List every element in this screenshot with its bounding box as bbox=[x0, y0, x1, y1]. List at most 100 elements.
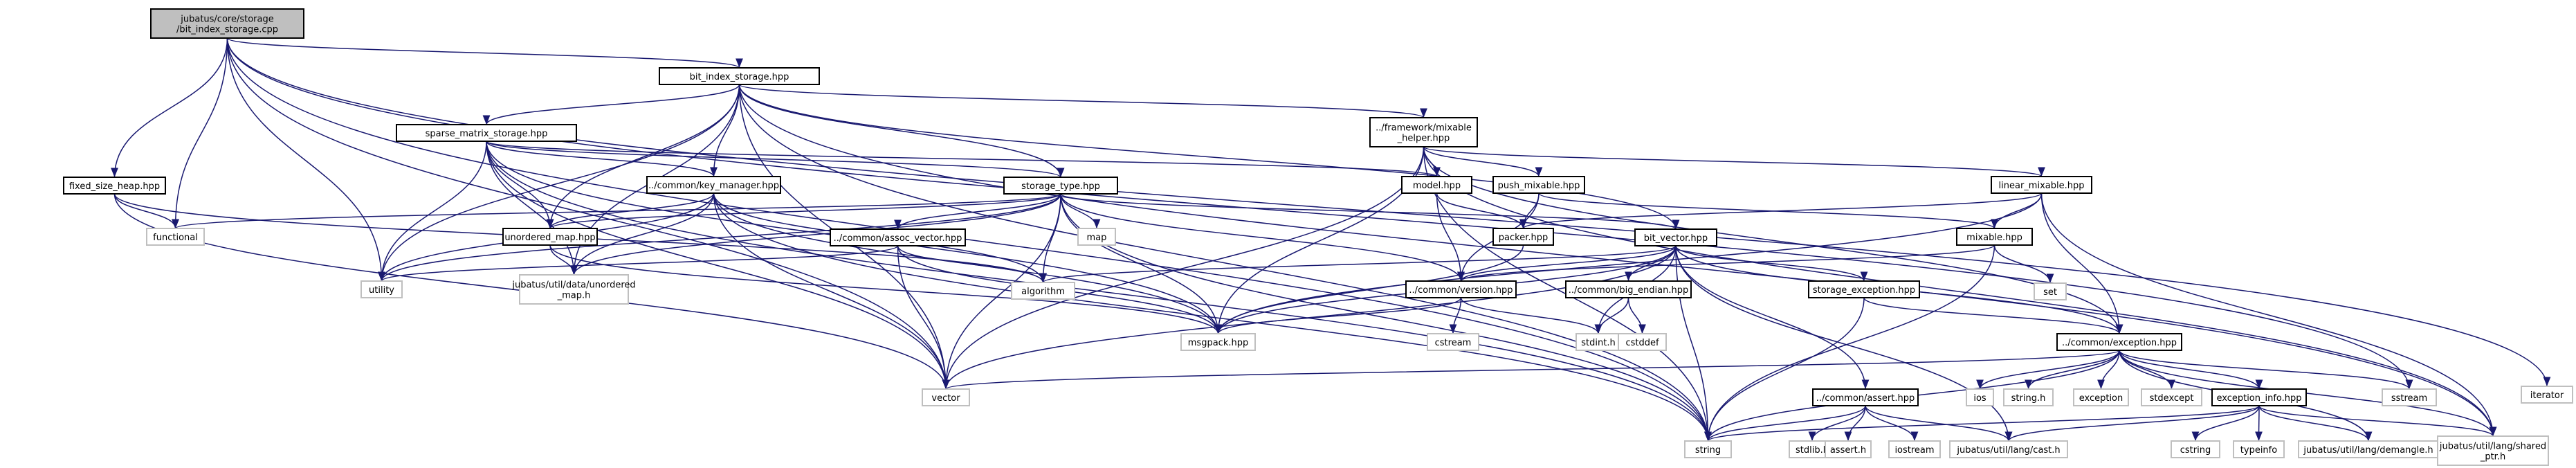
edge-bis-to-bitvec bbox=[738, 84, 1680, 230]
node-box bbox=[1369, 117, 1478, 147]
edge-exinfo-to-cast bbox=[2004, 405, 2260, 442]
node-label: ../common/assoc_vector.hpp bbox=[834, 233, 962, 244]
node-label: assert.h bbox=[1830, 445, 1866, 456]
node-box bbox=[1575, 333, 1621, 351]
file-nodes: jubatus/core/storage/bit_index_storage.c… bbox=[63, 8, 2573, 466]
node-map: map bbox=[1077, 228, 1116, 246]
edge-cexc-to-exception bbox=[2097, 350, 2120, 390]
edge-st-to-version bbox=[1060, 193, 1465, 282]
node-label: ios bbox=[1973, 393, 1986, 404]
node-box bbox=[2171, 440, 2220, 458]
node-jubatus-core-storage-bit-index-storage-cpp[interactable]: jubatus/core/storage/bit_index_storage.c… bbox=[150, 8, 304, 39]
node-storage-exception-hpp[interactable]: storage_exception.hpp bbox=[1808, 280, 1920, 298]
node-label: bit_index_storage.hpp bbox=[690, 72, 789, 82]
node-box bbox=[646, 176, 781, 194]
node-unordered-map-hpp[interactable]: unordered_map.hpp bbox=[502, 228, 598, 246]
edge-exinfo-to-sharedptr bbox=[2258, 405, 2497, 437]
node-box bbox=[1812, 388, 1919, 406]
node-common-big-endian-hpp[interactable]: ../common/big_endian.hpp bbox=[1565, 280, 1692, 298]
node-common-key-manager-hpp[interactable]: ../common/key_manager.hpp bbox=[646, 176, 781, 194]
edge-fmh-to-linm bbox=[1423, 146, 2045, 177]
node-exception-info-hpp[interactable]: exception_info.hpp bbox=[2211, 388, 2307, 406]
node-box bbox=[2056, 333, 2182, 351]
node-bit-vector-hpp[interactable]: bit_vector.hpp bbox=[1634, 228, 1717, 246]
edge-exinfo-to-string bbox=[1704, 405, 2260, 442]
node-box bbox=[2141, 388, 2202, 406]
edge-root-to-vector bbox=[226, 37, 950, 390]
edge-bitvec-to-version bbox=[1457, 245, 1677, 282]
edge-umap-to-msgpack bbox=[549, 244, 1222, 334]
node-linear-mixable-hpp[interactable]: linear_mixable.hpp bbox=[1991, 176, 2092, 194]
node-box bbox=[659, 67, 820, 85]
edge-fmh-to-vector bbox=[942, 146, 1425, 390]
node-box bbox=[396, 124, 577, 142]
edge-pushm-to-mixable bbox=[1538, 192, 1998, 229]
node-common-assoc-vector-hpp[interactable]: ../common/assoc_vector.hpp bbox=[830, 228, 966, 246]
node-storage-type-hpp[interactable]: storage_type.hpp bbox=[1003, 177, 1118, 195]
node-label: ../common/version.hpp bbox=[1409, 285, 1513, 296]
edge-root-to-functional bbox=[172, 37, 228, 229]
node-box bbox=[2211, 388, 2307, 406]
edge-assert-to-asserth bbox=[1844, 405, 1866, 442]
node-packer-hpp[interactable]: packer.hpp bbox=[1492, 228, 1554, 246]
node-label: push_mixable.hpp bbox=[1498, 181, 1580, 191]
edge-bitvec-to-algorithm bbox=[1039, 245, 1677, 283]
node-sstream: sstream bbox=[2382, 388, 2437, 406]
edge-st-to-map bbox=[1060, 193, 1101, 229]
node-common-version-hpp[interactable]: ../common/version.hpp bbox=[1405, 280, 1517, 298]
node-label: typeinfo bbox=[2240, 445, 2277, 456]
edge-mixable-to-string bbox=[1704, 244, 1995, 442]
node-label: ../common/big_endian.hpp bbox=[1569, 285, 1688, 296]
node-jubatus-util-lang-cast-h: jubatus/util/lang/cast.h bbox=[1949, 440, 2068, 458]
edge-bis-to-sms bbox=[482, 84, 740, 125]
node-bit-index-storage-hpp[interactable]: bit_index_storage.hpp bbox=[659, 67, 820, 85]
node-label: ../common/assert.hpp bbox=[1816, 393, 1915, 404]
node-box bbox=[1949, 440, 2068, 458]
edge-linm-to-mixable bbox=[1991, 192, 2043, 229]
node-box bbox=[1003, 177, 1118, 195]
node-box bbox=[1808, 280, 1920, 298]
node-vector: vector bbox=[922, 388, 970, 406]
node-box bbox=[1618, 333, 1667, 351]
node-msgpack-hpp: msgpack.hpp bbox=[1180, 333, 1256, 351]
node-label: vector bbox=[931, 393, 960, 404]
node-label: jubatus/core/storage bbox=[180, 15, 273, 25]
node-sparse-matrix-storage-hpp[interactable]: sparse_matrix_storage.hpp bbox=[396, 124, 577, 142]
node-box bbox=[150, 8, 304, 39]
node-framework-mixable-helper-hpp[interactable]: ../framework/mixable_helper.hpp bbox=[1369, 117, 1478, 147]
edge-stexc-to-string bbox=[1704, 297, 1865, 442]
edge-mixable-to-set bbox=[1993, 244, 2054, 284]
edge-linm-to-msgpack bbox=[1214, 192, 2043, 334]
node-label: string bbox=[1695, 445, 1721, 456]
node-label: _map.h bbox=[557, 291, 591, 301]
edge-fmh-to-msgpack bbox=[1214, 146, 1425, 334]
node-label: exception_info.hpp bbox=[2216, 393, 2301, 404]
node-box bbox=[1405, 280, 1517, 298]
node-label: functional bbox=[153, 233, 198, 243]
node-jubatus-util-data-unordered-map-h: jubatus/util/data/unordered_map.h bbox=[511, 274, 636, 305]
edge-exinfo-to-demangle bbox=[2258, 405, 2373, 442]
node-model-hpp[interactable]: model.hpp bbox=[1401, 176, 1472, 194]
node-label: mixable.hpp bbox=[1966, 233, 2022, 243]
node-label: ../common/key_manager.hpp bbox=[648, 181, 779, 191]
node-common-exception-hpp[interactable]: ../common/exception.hpp bbox=[2056, 333, 2182, 351]
edge-bis-to-string bbox=[738, 84, 1712, 442]
node-box bbox=[1565, 280, 1692, 298]
edge-linm-to-cexc bbox=[2040, 192, 2123, 334]
edge-assert-to-iostream bbox=[1865, 405, 1919, 442]
node-push-mixable-hpp[interactable]: push_mixable.hpp bbox=[1492, 176, 1585, 194]
node-mixable-hpp[interactable]: mixable.hpp bbox=[1956, 228, 2033, 246]
node-common-assert-hpp[interactable]: ../common/assert.hpp bbox=[1812, 388, 1919, 406]
node-algorithm: algorithm bbox=[1011, 282, 1075, 300]
node-fixed-size-heap-hpp[interactable]: fixed_size_heap.hpp bbox=[63, 177, 166, 195]
node-label: utility bbox=[369, 285, 394, 296]
edge-packer-to-msgpack bbox=[1214, 244, 1524, 334]
edge-sms-to-utility bbox=[378, 141, 487, 282]
node-label: fixed_size_heap.hpp bbox=[69, 181, 160, 192]
edge-assert-to-stdlib bbox=[1808, 405, 1866, 442]
node-label: jubatus/util/data/unordered bbox=[511, 280, 635, 291]
edge-keym-to-string bbox=[713, 192, 1712, 442]
node-box bbox=[1427, 333, 1479, 351]
node-box bbox=[2437, 435, 2549, 466]
